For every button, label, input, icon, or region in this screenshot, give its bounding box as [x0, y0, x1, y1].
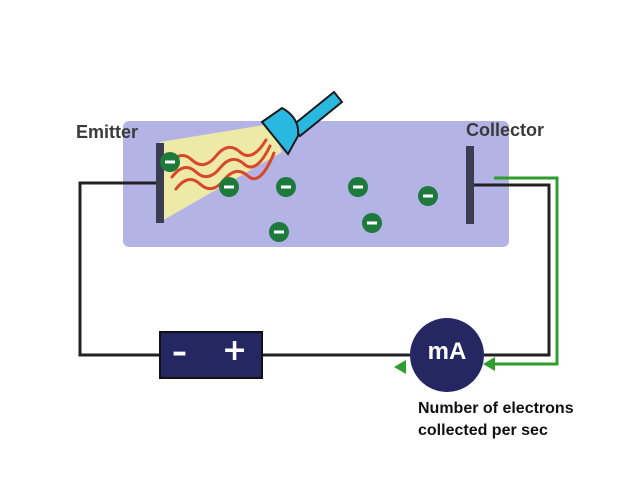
circuit-wires — [78, 181, 551, 357]
flashlight-head — [260, 106, 300, 156]
light-wave-1 — [166, 138, 268, 167]
electron-minus-icon — [418, 186, 438, 206]
current-arrow-left-icon — [394, 360, 406, 374]
electron-minus-icon — [348, 177, 368, 197]
wire-collector-right — [474, 183, 551, 357]
light-beam — [160, 124, 282, 222]
caption-line-2: collected per sec — [418, 422, 548, 439]
collector-plate — [466, 146, 474, 224]
wire-emitter-left — [78, 181, 160, 357]
emitter-plate — [156, 143, 164, 223]
milliammeter — [410, 318, 484, 392]
emitter-label: Emitter — [76, 122, 139, 142]
collector-label: Collector — [466, 120, 545, 140]
meter-label: mA — [427, 338, 467, 365]
meter-caption: Number of electrons collected per sec — [418, 398, 574, 442]
electron-minus-icon — [269, 222, 289, 242]
electron-minus-icon — [160, 152, 180, 172]
electron-minus-icon — [219, 177, 239, 197]
electrons — [160, 152, 438, 242]
electron-minus-icon — [276, 177, 296, 197]
battery-negative-terminal: – — [172, 335, 187, 370]
current-arrow-right-icon — [483, 357, 495, 371]
caption-line-1: Number of electrons — [418, 400, 574, 417]
electron-minus-icon — [362, 213, 382, 233]
current-path — [491, 176, 559, 366]
battery-positive-terminal: + — [222, 333, 248, 368]
battery — [159, 331, 263, 379]
light-wave-2 — [170, 144, 272, 179]
flashlight-icon — [260, 90, 344, 156]
